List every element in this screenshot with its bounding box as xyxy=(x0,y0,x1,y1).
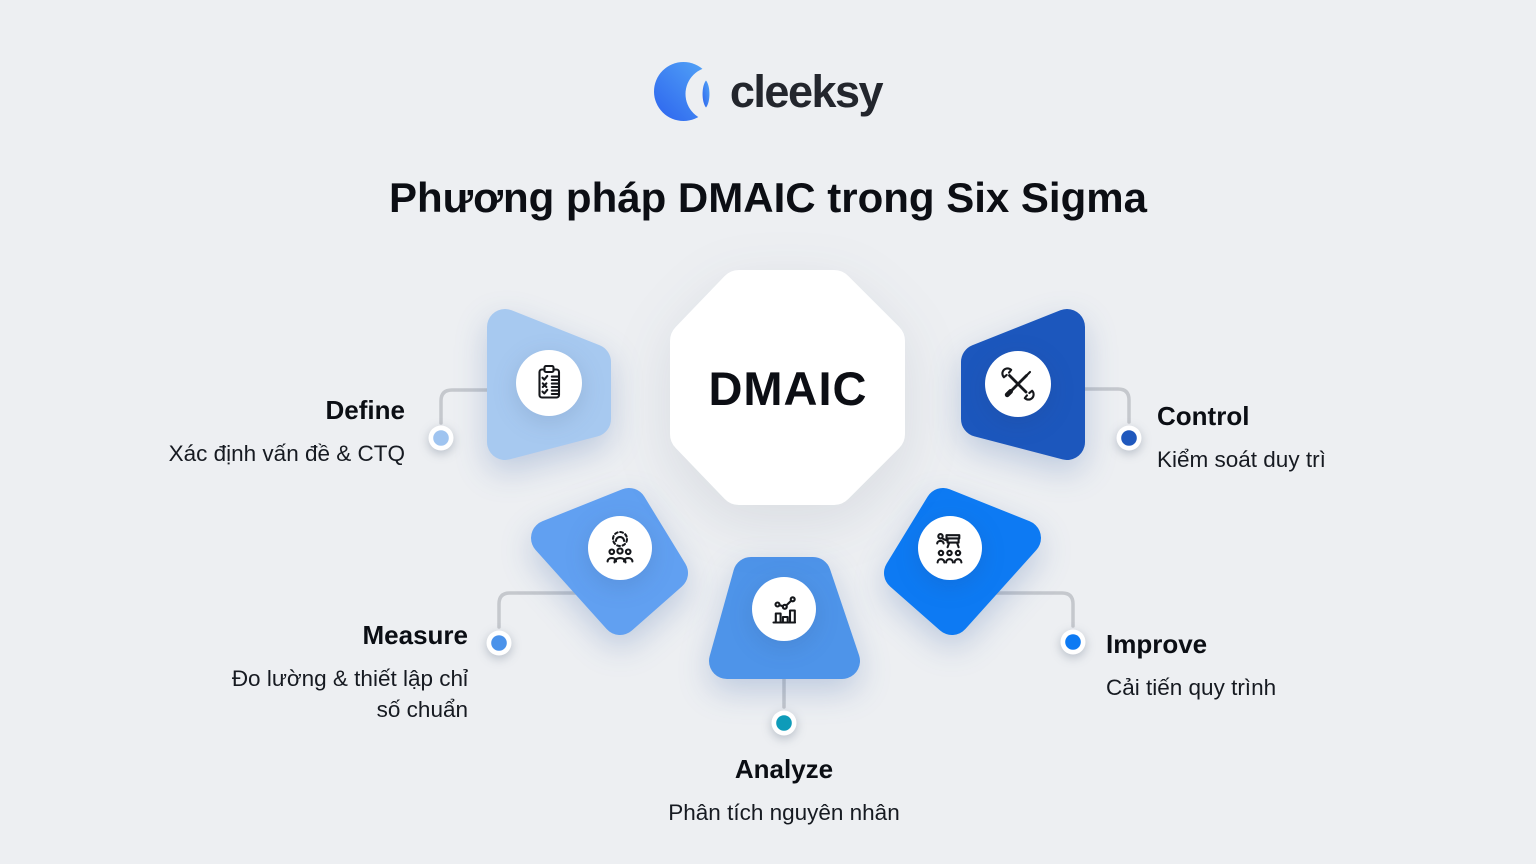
improve-label: Improve xyxy=(1106,629,1208,659)
brand-name: cleeksy xyxy=(729,65,884,117)
measure-connector xyxy=(497,591,592,629)
control-node-dot xyxy=(1116,425,1142,451)
define-label: Define xyxy=(325,395,405,425)
improve-connector xyxy=(980,591,1075,628)
analyze-text-block: Analyze Phân tích nguyên nhân xyxy=(584,754,984,828)
improve-text-block: Improve Cải tiến quy trình xyxy=(1106,629,1277,703)
crossed-tools-icon xyxy=(1001,367,1035,401)
measure-description: Đo lường & thiết lập chỉ số chuẩn xyxy=(231,665,468,722)
dmaic-octagon xyxy=(670,270,905,505)
cleeksy-crescent-icon xyxy=(653,62,717,121)
improve-icon-circle xyxy=(918,516,982,580)
define-description: Xác định vấn đề & CTQ xyxy=(168,440,405,466)
clipboard-checklist-icon xyxy=(538,364,561,399)
chart-trend-icon xyxy=(772,596,797,624)
measure-node-dot xyxy=(486,630,512,656)
define-node-dot xyxy=(428,425,454,451)
brand-logo: cleeksy xyxy=(0,60,1536,123)
training-presentation-icon xyxy=(936,533,963,564)
control-connector xyxy=(1072,387,1131,424)
measure-text-block: Measure Đo lường & thiết lập chỉ số chuẩ… xyxy=(230,620,469,725)
define-icon-circle xyxy=(516,350,582,416)
gear-team-icon xyxy=(606,530,634,564)
control-description: Kiểm soát duy trì xyxy=(1157,446,1326,472)
control-label: Control xyxy=(1157,401,1250,431)
dmaic-center-label: DMAIC xyxy=(708,361,868,415)
page-title: Phương pháp DMAIC trong Six Sigma xyxy=(389,174,1147,221)
improve-node-dot xyxy=(1060,629,1086,655)
control-text-block: Control Kiểm soát duy trì xyxy=(1157,401,1326,475)
define-text-block: Define Xác định vấn đề & CTQ xyxy=(168,395,405,469)
analyze-node-dot xyxy=(771,710,797,736)
analyze-description: Phân tích nguyên nhân xyxy=(668,799,900,825)
define-connector xyxy=(439,388,498,425)
measure-label: Measure xyxy=(362,620,469,650)
analyze-label: Analyze xyxy=(734,754,834,784)
improve-description: Cải tiến quy trình xyxy=(1106,674,1277,700)
